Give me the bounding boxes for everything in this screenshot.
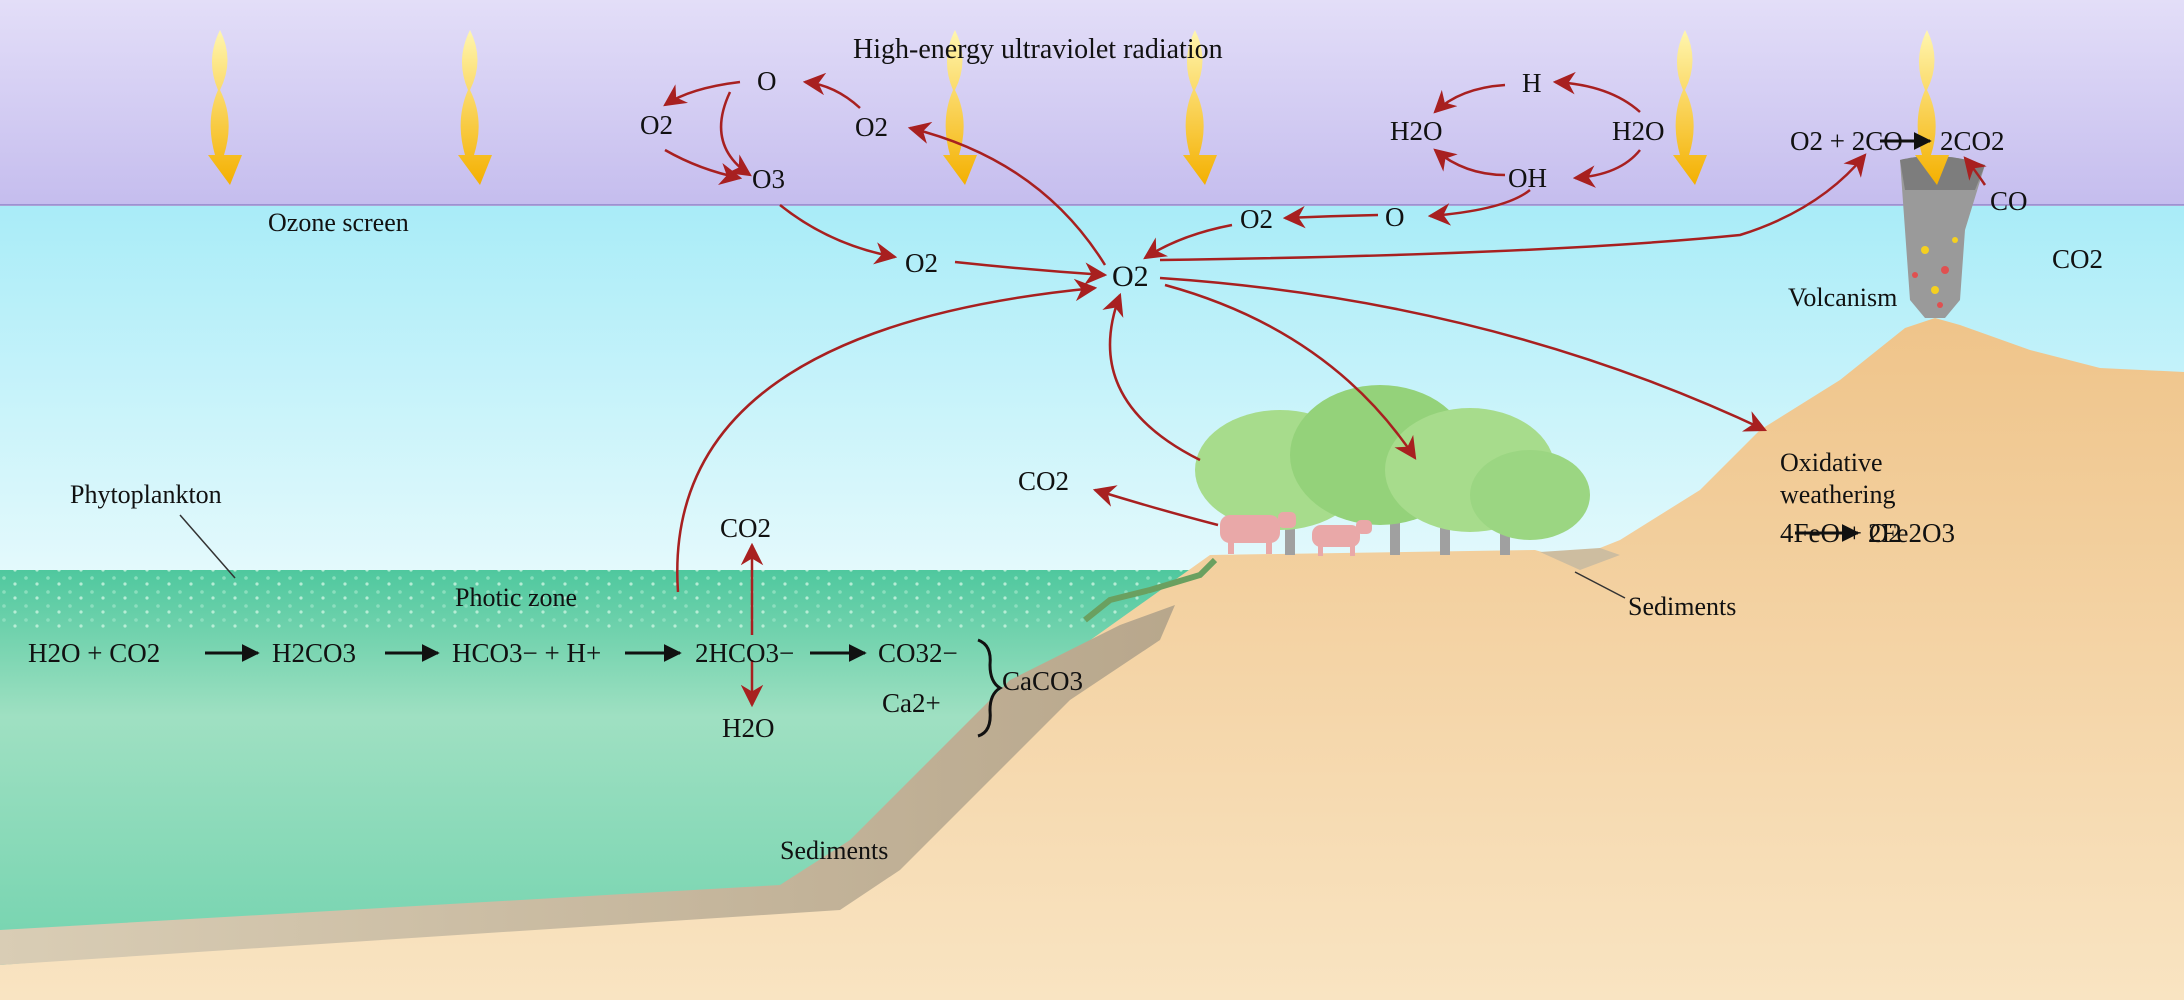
phytoplankton-pointer [179,514,236,579]
trees [1195,385,1590,555]
species-co2-trees: CO2 [1018,466,1070,496]
weathering-eq-left: 4FeO + O2 [1780,518,1902,548]
caco3-brace [977,638,1003,738]
ocean-floor-sediments [0,605,1175,965]
ocean-eq-term-2: H2CO3 [272,638,357,668]
volcano-eq-right: 2CO2 [1940,126,2005,156]
species-h: H [1522,68,1542,98]
phytoplankton-label: Phytoplankton [70,480,222,509]
species-o2-center: O2 [1112,260,1149,293]
cycle-arrows [663,71,1987,708]
arrow-h2oright-to-oh [1572,149,1641,188]
arrow-oh-to-o [1427,189,1531,226]
species-o-top: O [757,66,777,96]
species-co2-volcano: CO2 [2052,244,2104,274]
arrow-h-to-h2oleft [1433,83,1506,114]
arrow-o2left-to-o3 [664,148,743,186]
species-o2-mid: O2 [905,248,938,278]
cattle [1220,512,1372,556]
arrow-co-to-plume [1963,156,1987,186]
arrow-center-to-o2right [907,121,1107,266]
species-o3: O3 [752,164,785,194]
species-o2-right: O2 [855,112,888,142]
species-o2-right2: O2 [1240,204,1273,234]
sediments-land-pointer [1574,571,1626,599]
arrow-photic-to-center [676,278,1098,593]
ozone-screen-label: Ozone screen [268,208,409,237]
species-co2-photic: CO2 [720,513,772,543]
reaction-arrows [205,132,1932,662]
arrow-center-to-volcano [1159,153,1867,262]
ocean-eq-term-3: HCO3− + H+ [452,638,602,668]
arrow-cattle-to-co2 [1092,485,1219,527]
arrow-o-to-o2right2 [1282,205,1379,229]
weathering-label: weathering [1780,480,1896,509]
atmosphere-band [0,0,2184,205]
species-h2o-right: H2O [1612,116,1665,146]
species-co-volcano: CO [1990,186,2028,216]
arrow-o2right-to-o [802,72,861,109]
species-oh: OH [1508,163,1547,193]
uv-rays [208,30,1949,185]
species-h2o-left: H2O [1390,116,1443,146]
arrow-center-to-weathering [1159,276,1768,432]
photic-zone-label: Photic zone [455,583,578,612]
weathering-eq-right: 2Fe2O3 [1868,518,1955,548]
species-o2-left: O2 [640,110,673,140]
species-caco3: CaCO3 [1002,666,1083,696]
arrow-o-to-o2left [663,80,741,107]
shore-grass [1083,557,1218,623]
arrow-trees-to-center [1102,292,1201,462]
arrow-o2right2-to-center [1143,223,1233,260]
uv-title: High-energy ultraviolet radiation [853,34,1223,65]
oxidative-label: Oxidative [1780,448,1883,477]
species-h2o-photic: H2O [722,713,775,743]
arrow-h2oright-to-h [1552,71,1641,113]
sediments-sea-label: Sediments [780,836,889,865]
species-o-right: O [1385,202,1405,232]
volcanism-label: Volcanism [1788,283,1898,312]
species-ca: Ca2+ [882,688,941,718]
volcano-eq-left: O2 + 2CO [1790,126,1903,156]
land-sediments [1540,548,1620,570]
arrow-oh-to-h2oleft [1433,148,1506,177]
arrow-o2mid-to-center [954,260,1108,285]
ocean-eq-term-1: H2O + CO2 [28,638,161,668]
sediments-land-label: Sediments [1628,592,1737,621]
ocean-eq-term-4: 2HCO3− [695,638,795,668]
arrow-o3-to-o2mid [779,204,898,265]
ocean-eq-term-5: CO32− [878,638,958,668]
photic-zone-particles [0,570,1240,630]
arrow-center-to-trees [1164,283,1417,460]
